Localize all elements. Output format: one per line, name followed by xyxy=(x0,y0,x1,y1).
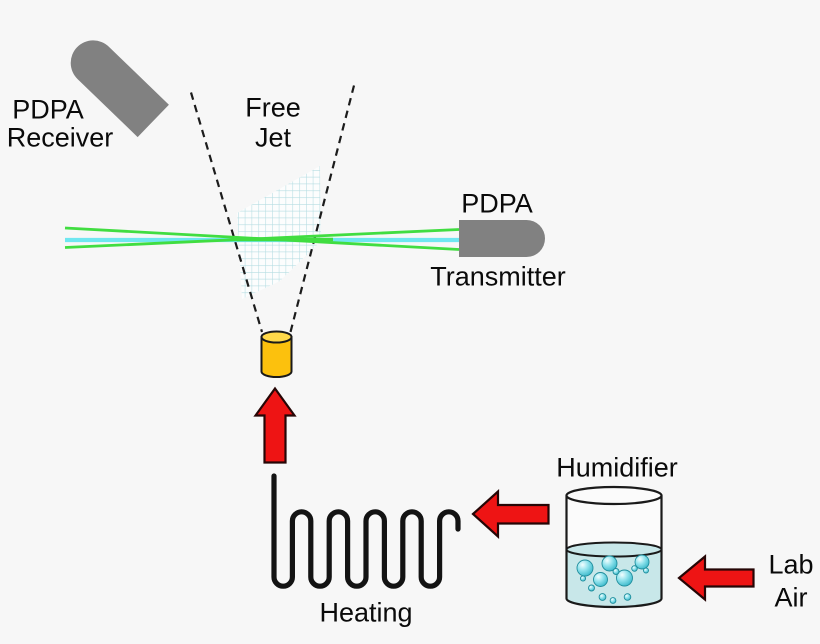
bubble xyxy=(588,584,595,592)
pdpa-transmitter-body xyxy=(459,220,545,257)
air-bubbles xyxy=(576,554,650,604)
heating-label: Heating xyxy=(319,597,413,628)
bubble xyxy=(631,565,638,572)
pdpa-transmitter-label-line2: Transmitter xyxy=(430,261,566,292)
water-surface-ellipse xyxy=(565,541,663,558)
measurement-grid-region xyxy=(237,166,321,299)
lab-air-label-line1: Lab xyxy=(768,549,814,580)
flow-up-arrow xyxy=(253,386,297,464)
nozzle-body xyxy=(260,336,293,378)
bubble xyxy=(576,559,594,577)
bubble xyxy=(593,572,608,587)
bubble xyxy=(623,593,632,601)
jet-boundary-right-dashed-line xyxy=(289,85,356,333)
lab-air-label-line2: Air xyxy=(774,582,808,613)
humidifier-beaker-top-ellipse xyxy=(565,485,663,506)
humidifier-label: Humidifier xyxy=(556,452,678,483)
heating-coil xyxy=(271,473,461,589)
bubble xyxy=(612,568,620,575)
free-jet-label-line1: Free xyxy=(245,92,301,123)
free-jet-label-line2: Jet xyxy=(254,122,292,153)
bubble xyxy=(598,593,607,601)
bubble xyxy=(609,597,617,604)
pdpa-receiver-body xyxy=(70,40,169,138)
nozzle-top-ellipse xyxy=(260,330,293,344)
bubble xyxy=(643,567,649,574)
pdpa-receiver-label-line2: Receiver xyxy=(6,122,114,153)
humidifier-to-heater-arrow xyxy=(471,489,550,539)
jet-boundary-left-dashed-line xyxy=(189,92,264,333)
bubble xyxy=(616,569,633,587)
bubble xyxy=(579,575,587,582)
bubble xyxy=(601,555,618,572)
humidifier-beaker-outline xyxy=(565,495,663,609)
bubble xyxy=(634,554,650,570)
pdpa-receiver-label-line1: PDPA xyxy=(12,94,84,125)
lab-air-arrow xyxy=(677,554,755,602)
pdpa-transmitter-label-line1: PDPA xyxy=(461,188,533,219)
